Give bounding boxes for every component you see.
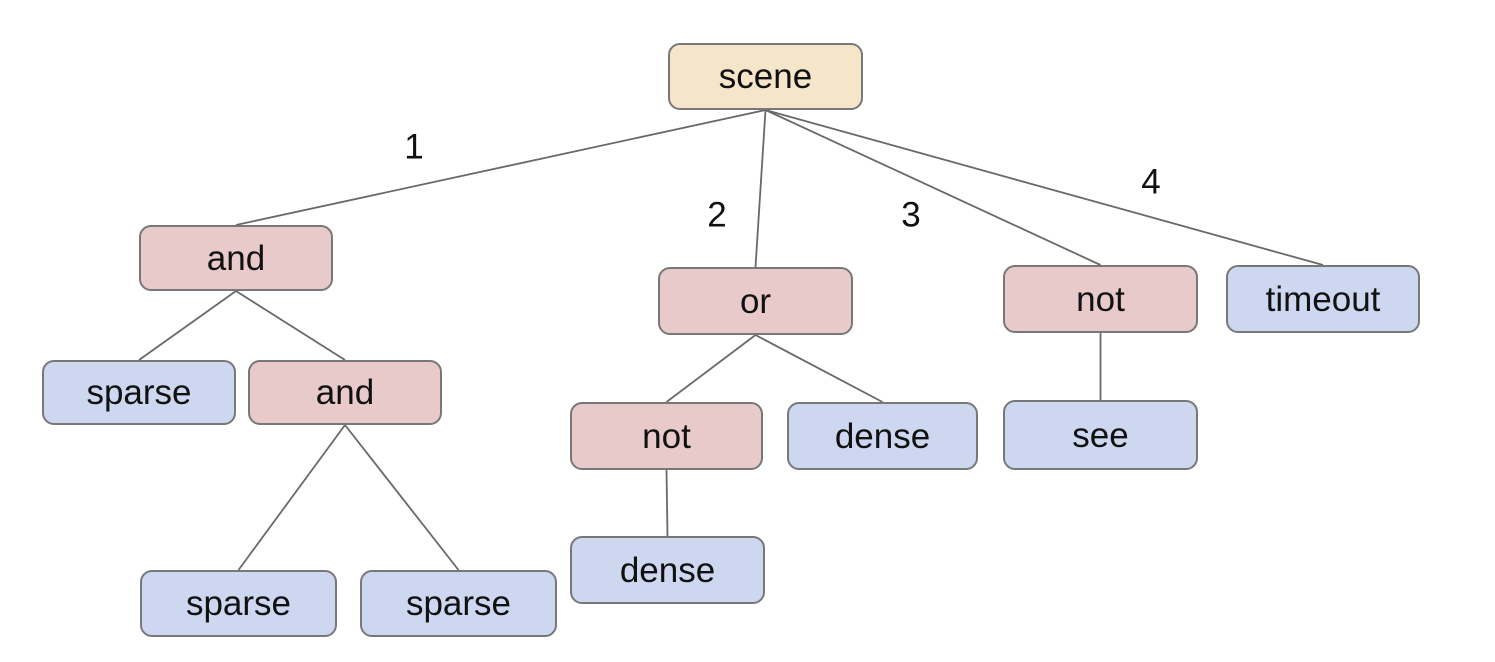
edge-or-1-to-not-2 [665,334,757,403]
tree-node-not-1: not [1003,265,1198,333]
edge-label-3: 3 [901,195,921,235]
tree-node-dense-2: dense [570,536,765,604]
edge-and-1-to-sparse-1 [138,290,237,361]
edge-and-2-to-sparse-2 [237,424,346,571]
tree-node-not-2: not [570,402,763,470]
tree-node-scene: scene [668,43,863,110]
edge-label-1: 1 [404,127,424,167]
tree-node-sparse-1: sparse [42,360,236,425]
edge-scene-to-timeout-1 [765,109,1324,266]
tree-node-or-1: or [658,267,853,335]
tree-node-and-2: and [248,360,442,425]
tree-node-sparse-2: sparse [140,570,337,637]
edge-label-4: 4 [1141,162,1161,202]
edge-not-2-to-dense-2 [665,469,669,537]
edge-scene-to-or-1 [754,109,767,268]
tree-node-see-1: see [1003,400,1198,470]
edge-and-1-to-and-2 [235,290,346,361]
edge-scene-to-not-1 [765,109,1101,266]
tree-node-dense-1: dense [787,402,978,470]
edge-and-2-to-sparse-3 [344,424,460,571]
tree-node-timeout-1: timeout [1226,265,1420,333]
edge-scene-to-and-1 [235,109,766,226]
tree-node-and-1: and [139,225,333,291]
edge-label-2: 2 [707,195,727,235]
tree-node-sparse-3: sparse [360,570,557,637]
edge-or-1-to-dense-1 [755,334,883,403]
